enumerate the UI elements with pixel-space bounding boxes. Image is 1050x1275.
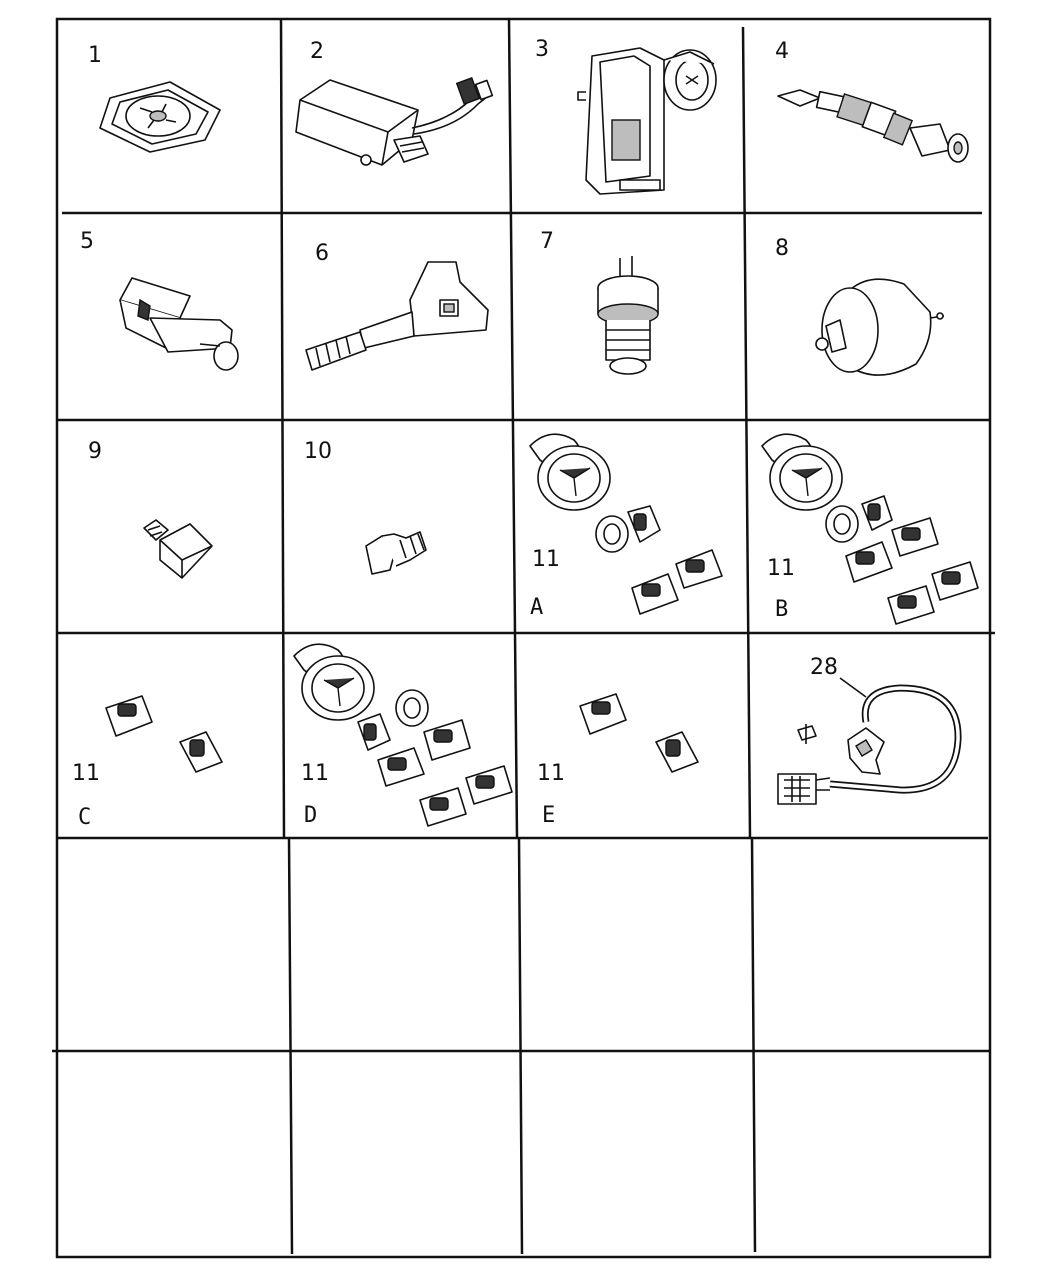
variant-letter: A [530,595,543,620]
switch-kit-icon[interactable] [761,433,979,625]
cell-10: 10 [304,439,427,575]
switch-kit-icon[interactable] [529,433,723,615]
variant-letter: C [78,805,91,830]
cell-1: 1 [88,43,221,153]
ignition-lock-cylinder-icon[interactable] [777,89,969,163]
callout-number: 7 [540,229,554,254]
callout-number: 10 [304,439,332,464]
cell-3: 3 [535,37,717,195]
threaded-sender-icon[interactable] [597,256,659,375]
switch-housing-icon[interactable] [577,47,717,195]
threaded-plug-icon[interactable] [365,531,427,575]
variant-letter: D [304,803,317,828]
cell-11-a: 11 A [529,433,723,620]
relay-module-icon[interactable] [295,77,494,166]
callout-number: 3 [535,37,549,62]
callout-number: 11 [767,556,795,581]
cell-9: 9 [88,439,213,579]
switch-pair-icon[interactable] [579,693,699,773]
pressure-sender-icon[interactable] [815,278,945,376]
callout-number: 8 [775,236,789,261]
cell-11-d: 11 D [293,643,513,828]
callout-number: 4 [775,39,789,64]
callout-number: 2 [310,39,324,64]
callout-number: 11 [301,761,329,786]
callout-number: 11 [537,761,565,786]
callout-number: 6 [315,241,329,266]
callout-number: 11 [72,761,100,786]
callout-number: 11 [532,547,560,572]
grid-lines [52,17,995,1259]
square-plug-icon[interactable] [143,519,213,579]
switch-pair-icon[interactable] [105,695,223,773]
variant-letter: E [542,803,555,828]
cell-11-e: 11 E [537,693,699,828]
multifunction-stalk-icon[interactable] [305,261,489,371]
cell-7: 7 [540,229,659,375]
cell-6: 6 [305,241,489,371]
cell-11-c: 11 C [72,695,223,830]
wiring-harness-icon[interactable] [777,684,962,805]
cell-2: 2 [295,39,494,166]
callout-number: 5 [80,229,94,254]
grommet-plate-icon[interactable] [99,81,221,153]
callout-number: 1 [88,43,102,68]
cell-8: 8 [775,236,945,376]
cell-5: 5 [80,229,239,371]
switch-kit-icon[interactable] [293,643,513,827]
variant-letter: B [775,597,788,622]
cell-4: 4 [775,39,969,163]
cell-11-b: 11 B [761,433,979,625]
cell-28: 28 [777,655,962,805]
callout-number: 28 [810,655,838,680]
callout-number: 9 [88,439,102,464]
push-switch-icon[interactable] [119,277,239,371]
leader-line [839,677,867,698]
